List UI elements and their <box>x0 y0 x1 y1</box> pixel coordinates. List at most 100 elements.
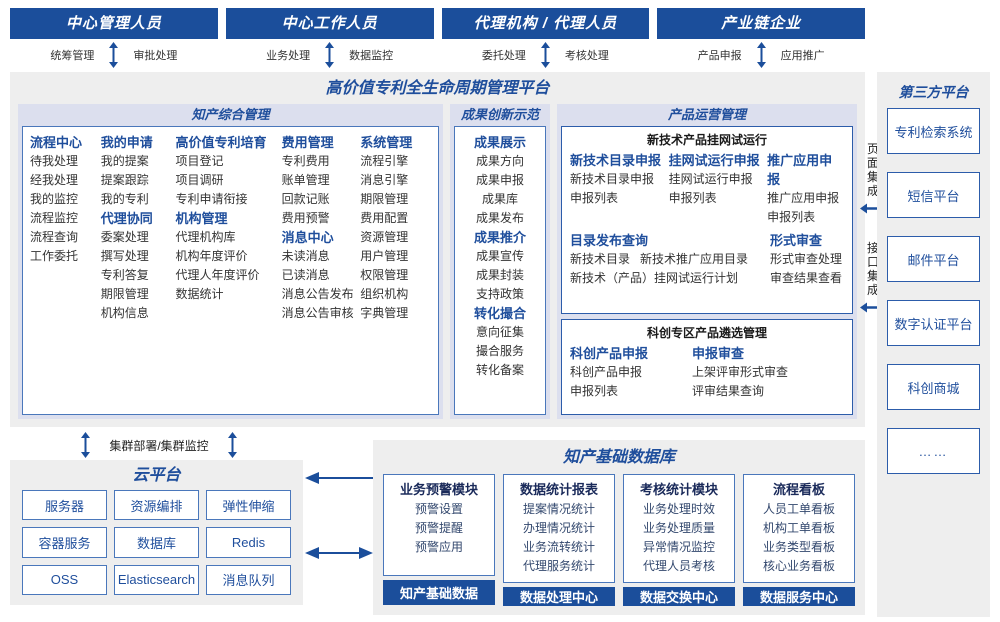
menu-item[interactable]: 申报列表 <box>570 191 619 205</box>
menu-item[interactable]: 机构年度评价 <box>175 249 248 263</box>
menu-item[interactable]: 新技术目录 <box>570 252 631 266</box>
menu-item[interactable]: 上架评审形式审查 <box>692 365 789 379</box>
menu-item[interactable]: 成果申报 <box>475 173 524 187</box>
database-card-item[interactable]: 业务处理质量 <box>642 521 715 535</box>
menu-item[interactable]: 申报列表 <box>767 210 816 224</box>
menu-item[interactable]: 我的监控 <box>30 192 79 206</box>
menu-item[interactable]: 形式审查处理 <box>770 252 843 266</box>
menu-item[interactable]: 委案处理 <box>100 230 149 244</box>
database-card-item[interactable]: 业务类型看板 <box>762 540 835 554</box>
menu-item[interactable]: 新技术目录申报 <box>570 172 655 186</box>
menu-item[interactable]: 申报列表 <box>570 384 619 398</box>
menu-item[interactable]: 转化备案 <box>475 363 524 377</box>
menu-item[interactable]: 提案跟踪 <box>100 173 149 187</box>
database-card-item[interactable]: 业务流转统计 <box>522 540 595 554</box>
cloud-item[interactable]: 数据库 <box>114 527 199 558</box>
menu-item[interactable]: 审查结果查看 <box>770 271 843 285</box>
menu-item[interactable]: 评审结果查询 <box>692 384 765 398</box>
menu-item[interactable]: 经我处理 <box>30 173 79 187</box>
cloud-item[interactable]: Elasticsearch <box>114 564 199 595</box>
menu-item[interactable]: 专利申请衔接 <box>175 192 248 206</box>
third-party-item[interactable]: …… <box>887 428 980 474</box>
menu-item[interactable]: 专利答复 <box>100 268 149 282</box>
menu-item[interactable]: 账单管理 <box>281 173 330 187</box>
menu-item[interactable]: 成果发布 <box>475 211 524 225</box>
menu-item[interactable]: 代理机构库 <box>175 230 236 244</box>
third-party-item[interactable]: 短信平台 <box>887 172 980 218</box>
database-footer-badge[interactable]: 数据处理中心 <box>503 587 615 606</box>
database-card-item[interactable]: 异常情况监控 <box>642 540 715 554</box>
database-card-item[interactable]: 预警设置 <box>414 502 463 516</box>
menu-item[interactable]: 新技术（产品）挂网试运行计划 <box>570 271 739 285</box>
menu-item[interactable]: 工作委托 <box>30 249 79 263</box>
menu-item[interactable]: 项目调研 <box>175 173 224 187</box>
cloud-item[interactable]: 弹性伸缩 <box>206 490 291 521</box>
database-footer-badge[interactable]: 数据服务中心 <box>743 587 855 606</box>
menu-item[interactable]: 数据统计 <box>175 287 224 301</box>
menu-item[interactable]: 待我处理 <box>30 154 79 168</box>
menu-item[interactable]: 撮合服务 <box>475 344 524 358</box>
cloud-item[interactable]: OSS <box>22 564 107 595</box>
menu-item[interactable]: 流程监控 <box>30 211 79 225</box>
menu-item[interactable]: 权限管理 <box>360 268 409 282</box>
menu-item[interactable]: 流程引擎 <box>360 154 409 168</box>
menu-item[interactable]: 消息公告审核 <box>281 306 354 320</box>
cloud-item[interactable]: 消息队列 <box>206 564 291 595</box>
menu-item[interactable]: 消息引擎 <box>360 173 409 187</box>
menu-item[interactable]: 已读消息 <box>281 268 330 282</box>
database-card-item[interactable]: 业务处理时效 <box>642 502 715 516</box>
menu-item[interactable]: 用户管理 <box>360 249 409 263</box>
menu-item[interactable]: 支持政策 <box>475 287 524 301</box>
database-footer-badge[interactable]: 数据交换中心 <box>623 587 735 606</box>
zhichan-column-3: 高价值专利培育项目登记项目调研专利申请衔接机构管理代理机构库机构年度评价代理人年… <box>175 133 281 408</box>
menu-item[interactable]: 科创产品申报 <box>570 365 643 379</box>
menu-item[interactable]: 资源管理 <box>360 230 409 244</box>
menu-item[interactable]: 费用预警 <box>281 211 330 225</box>
third-party-item[interactable]: 邮件平台 <box>887 236 980 282</box>
third-party-item[interactable]: 科创商城 <box>887 364 980 410</box>
database-card-item[interactable]: 核心业务看板 <box>762 559 835 573</box>
database-footer-badge[interactable]: 知产基础数据 <box>383 580 495 605</box>
menu-item[interactable]: 期限管理 <box>100 287 149 301</box>
third-party-item[interactable]: 数字认证平台 <box>887 300 980 346</box>
menu-group-title: 费用管理 <box>281 135 334 150</box>
menu-item[interactable]: 期限管理 <box>360 192 409 206</box>
database-card-item[interactable]: 代理人员考核 <box>642 559 715 573</box>
database-card-item[interactable]: 代理服务统计 <box>522 559 595 573</box>
cloud-item[interactable]: 容器服务 <box>22 527 107 558</box>
menu-item[interactable]: 新技术推广应用目录 <box>640 252 749 266</box>
menu-item[interactable]: 我的提案 <box>100 154 149 168</box>
database-card-item[interactable]: 办理情况统计 <box>522 521 595 535</box>
menu-item[interactable]: 组织机构 <box>360 287 409 301</box>
menu-item[interactable]: 项目登记 <box>175 154 224 168</box>
database-card-item[interactable]: 预警提醒 <box>414 521 463 535</box>
third-party-item[interactable]: 专利检索系统 <box>887 108 980 154</box>
cloud-item[interactable]: 服务器 <box>22 490 107 521</box>
menu-item[interactable]: 申报列表 <box>668 191 717 205</box>
cloud-item[interactable]: 资源编排 <box>114 490 199 521</box>
menu-item[interactable]: 意向征集 <box>475 325 524 339</box>
menu-item[interactable]: 成果方向 <box>475 154 524 168</box>
menu-item[interactable]: 回款记账 <box>281 192 330 206</box>
menu-item[interactable]: 成果宣传 <box>475 249 524 263</box>
menu-item[interactable]: 未读消息 <box>281 249 330 263</box>
menu-item[interactable]: 推广应用申报 <box>767 191 840 205</box>
menu-item[interactable]: 消息公告发布 <box>281 287 354 301</box>
menu-item[interactable]: 费用配置 <box>360 211 409 225</box>
cloud-item[interactable]: Redis <box>206 527 291 558</box>
menu-item[interactable]: 字典管理 <box>360 306 409 320</box>
menu-item[interactable]: 我的专利 <box>100 192 149 206</box>
database-card-item[interactable]: 预警应用 <box>414 540 463 554</box>
menu-item[interactable]: 代理人年度评价 <box>175 268 260 282</box>
menu-item[interactable]: 流程查询 <box>30 230 79 244</box>
menu-item[interactable]: 撰写处理 <box>100 249 149 263</box>
menu-item[interactable]: 专利费用 <box>281 154 330 168</box>
database-card-item[interactable]: 人员工单看板 <box>762 502 835 516</box>
menu-item[interactable]: 挂网试运行申报 <box>668 172 753 186</box>
menu-item[interactable]: 机构信息 <box>100 306 149 320</box>
menu-item[interactable]: 成果库 <box>481 192 518 206</box>
database-card-item[interactable]: 机构工单看板 <box>762 521 835 535</box>
menu-item[interactable]: 成果封装 <box>475 268 524 282</box>
database-card-title: 业务预警模块 <box>399 482 478 497</box>
database-card-item[interactable]: 提案情况统计 <box>522 502 595 516</box>
